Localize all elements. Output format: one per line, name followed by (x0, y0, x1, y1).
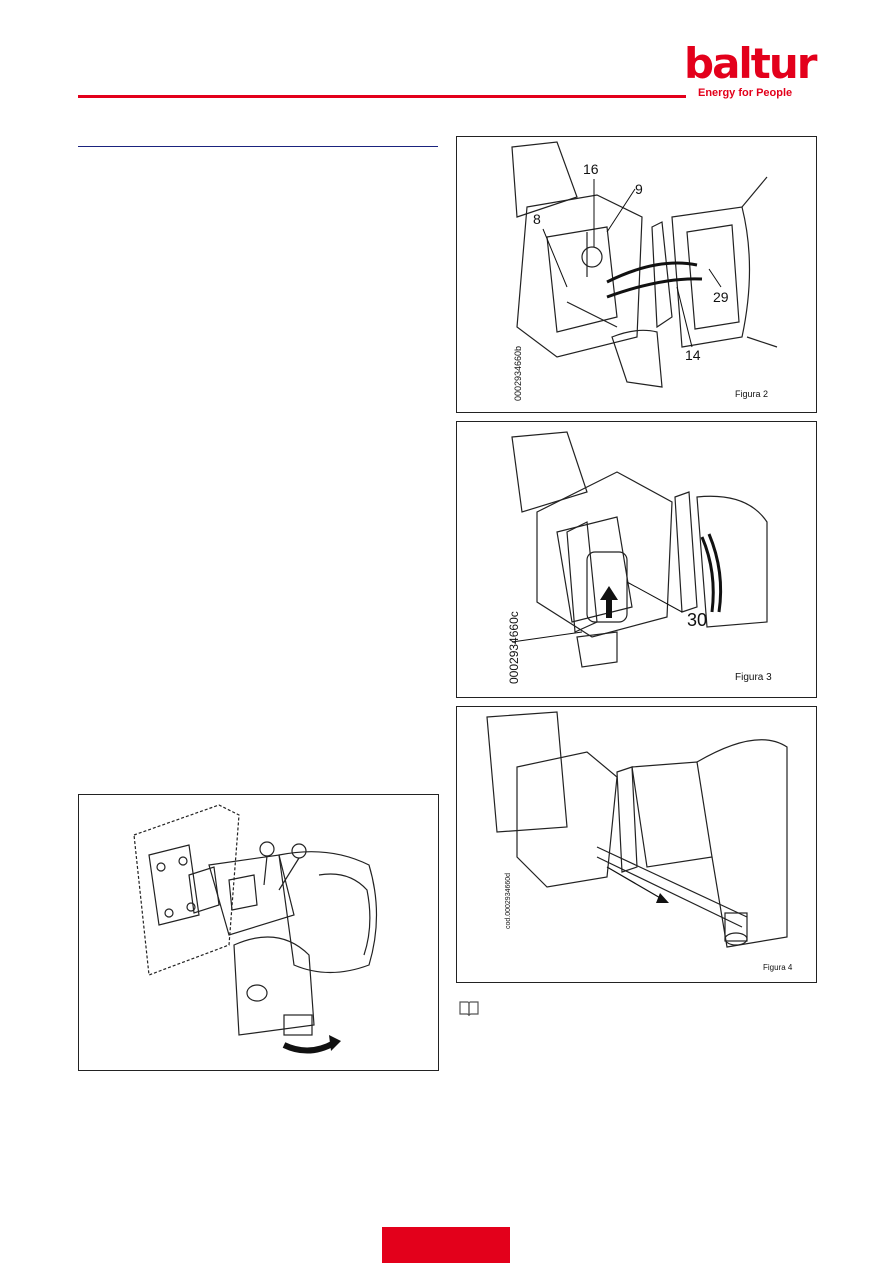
figure-code: 0002934660b (513, 345, 523, 401)
figure-3: 30 0002934660c Figura 3 (456, 421, 817, 698)
callout-16: 16 (583, 161, 599, 177)
book-icon (459, 1001, 479, 1016)
callout-14: 14 (685, 347, 701, 363)
brand-logo: baltur (684, 39, 818, 88)
callout-8: 8 (533, 211, 541, 227)
figure-caption: Figura 3 (735, 672, 772, 683)
figure-caption: Figura 4 (763, 963, 793, 972)
section-rule (78, 146, 438, 147)
rotation-arrow-icon (282, 1035, 341, 1054)
figure-2: 16 9 8 29 14 0002934660b Figura 2 (456, 136, 817, 413)
figure-code: cod.0002934660d (505, 872, 512, 929)
brand-tagline: Energy for People (698, 87, 793, 99)
figure-1 (78, 794, 439, 1071)
cartridge-removal-illustration (511, 431, 768, 668)
electrode-adjustment-illustration (511, 141, 778, 388)
burner-mounting-illustration (133, 804, 378, 1054)
head-extraction-illustration (486, 711, 788, 948)
figure-code: 0002934660c (507, 611, 521, 684)
callout-9: 9 (635, 181, 643, 197)
figure-caption: Figura 2 (735, 389, 769, 399)
callout-30: 30 (687, 610, 708, 630)
figure-4: cod.0002934660d Figura 4 (456, 706, 817, 983)
page-number-tab (382, 1227, 510, 1263)
callout-29: 29 (713, 289, 729, 305)
pull-arrow-icon (606, 866, 669, 903)
up-arrow-icon (600, 586, 618, 618)
header-rule (78, 95, 686, 98)
